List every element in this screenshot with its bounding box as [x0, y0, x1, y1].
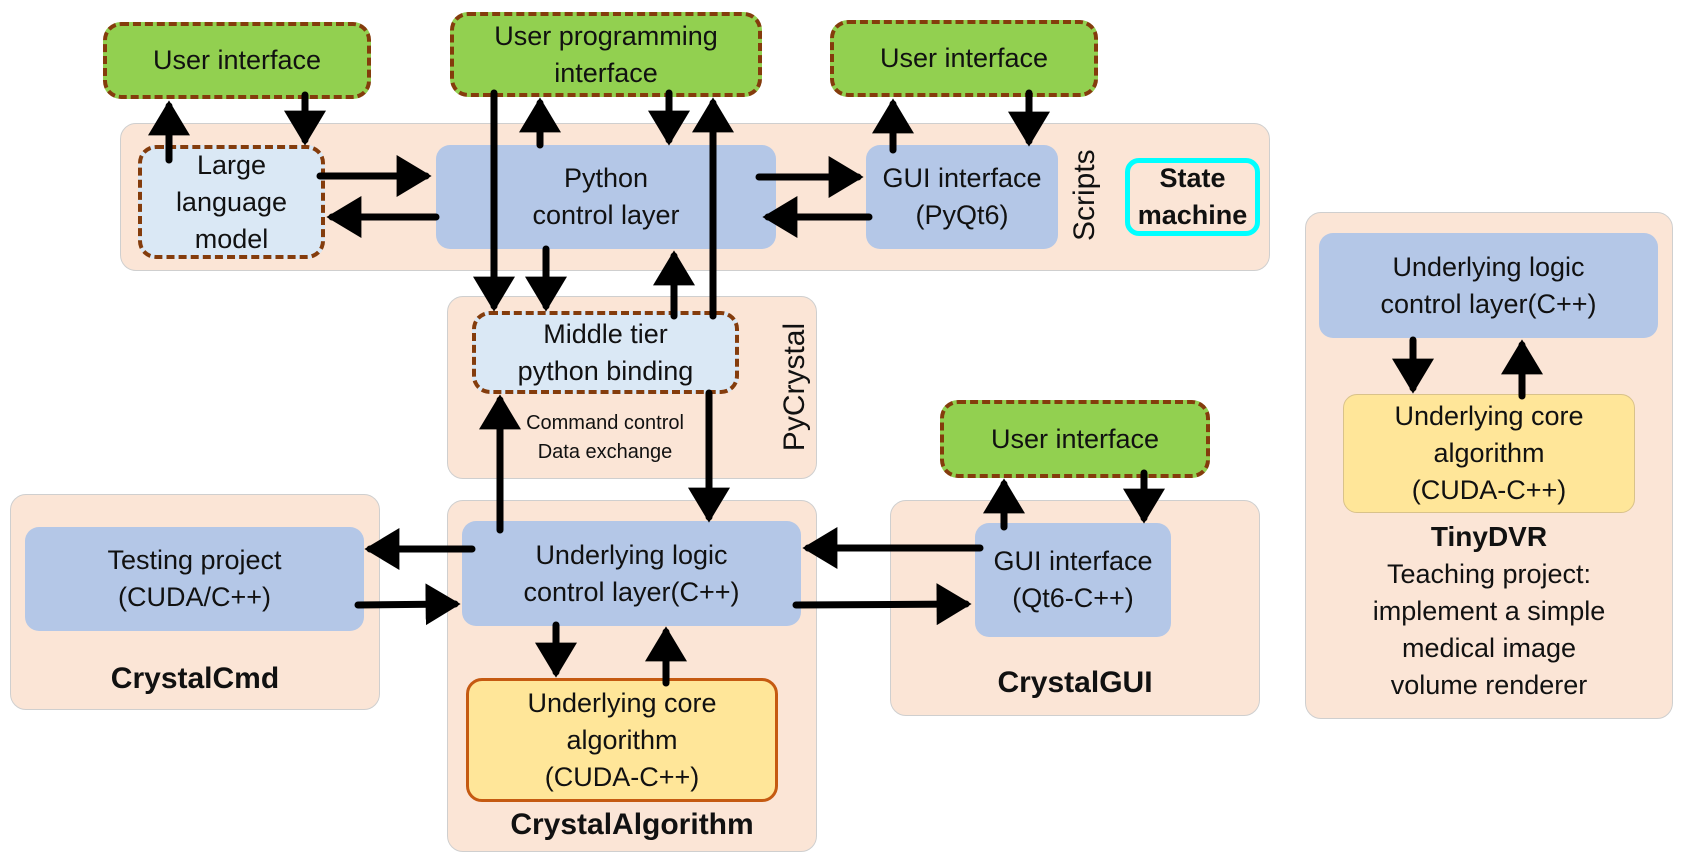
node-text: algorithm: [566, 724, 678, 755]
node-text: interface: [554, 57, 658, 88]
node-text: (CUDA-C++): [544, 761, 700, 792]
user-interface-pyqt-node: User interface: [830, 20, 1098, 97]
gui-qt6-node: GUI interface (Qt6-C++): [975, 523, 1171, 637]
node-text: control layer: [532, 200, 680, 230]
node-text: State: [1159, 163, 1226, 193]
node-text: Underlying logic: [535, 539, 728, 570]
crystalalgorithm-panel-label: CrystalAlgorithm: [510, 808, 754, 841]
node-text: algorithm: [1433, 438, 1545, 468]
node-text: GUI interface: [882, 163, 1042, 193]
tinydvr-description-line: volume renderer: [1390, 670, 1588, 700]
middle-tier-note: Command control Data exchange: [500, 409, 710, 467]
tinydvr-logic-control-layer-node: Underlying logic control layer(C++): [1319, 233, 1658, 338]
node-text: (PyQt6): [915, 200, 1009, 230]
node-text: Testing project: [107, 545, 282, 575]
tinydvr-description-line: Teaching project:: [1386, 559, 1592, 589]
crystalcmd-panel-label: CrystalCmd: [110, 662, 280, 695]
gui-pyqt6-node: GUI interface (PyQt6): [866, 145, 1058, 249]
middle-tier-python-binding-node: Middle tier python binding: [472, 311, 739, 394]
node-text: User programming: [494, 20, 718, 51]
python-control-layer-node: Python control layer: [436, 145, 776, 249]
underlying-logic-control-layer-node: Underlying logic control layer(C++): [462, 521, 801, 626]
node-text: control layer(C++): [1380, 288, 1597, 319]
node-text: Python: [563, 163, 649, 193]
node-text: Large: [196, 149, 267, 180]
node-text: (Qt6-C++): [1012, 583, 1134, 613]
node-text: model: [194, 223, 269, 254]
node-text: User interface: [152, 45, 322, 75]
node-text: GUI interface: [993, 546, 1153, 576]
tinydvr-description: Teaching project: implement a simple med…: [1305, 556, 1673, 704]
crystalgui-panel-label: CrystalGUI: [997, 666, 1153, 699]
node-text: Underlying logic: [1392, 251, 1585, 282]
pycrystal-panel-label: PyCrystal: [778, 322, 811, 452]
user-interface-llm-node: User interface: [103, 22, 371, 99]
user-programming-interface-node: User programming interface: [450, 12, 762, 97]
node-text: (CUDA-C++): [1411, 475, 1567, 505]
node-text: python binding: [517, 355, 694, 386]
tinydvr-panel-label: TinyDVR: [1430, 521, 1548, 552]
node-text: (CUDA/C++): [117, 582, 272, 612]
node-text: machine: [1137, 200, 1248, 230]
tinydvr-description-line: medical image: [1401, 633, 1577, 663]
node-text: Underlying core: [527, 687, 717, 718]
node-text: control layer(C++): [523, 576, 740, 607]
note-text: Data exchange: [537, 441, 673, 463]
underlying-core-algorithm-node: Underlying core algorithm (CUDA-C++): [466, 678, 778, 802]
node-text: Underlying core: [1394, 401, 1584, 431]
node-text: language: [175, 186, 288, 217]
user-interface-qt6-node: User interface: [940, 400, 1210, 478]
note-text: Command control: [526, 412, 684, 434]
tinydvr-description-line: implement a simple: [1372, 596, 1606, 626]
node-text: User interface: [879, 43, 1049, 73]
state-machine-node: State machine: [1125, 158, 1260, 236]
node-text: Middle tier: [543, 318, 668, 349]
scripts-panel-label: Scripts: [1068, 149, 1101, 241]
testing-project-node: Testing project (CUDA/C++): [25, 527, 364, 631]
tinydvr-core-algorithm-node: Underlying core algorithm (CUDA-C++): [1343, 394, 1635, 513]
large-language-model-node: Large language model: [138, 145, 325, 259]
node-text: User interface: [990, 423, 1160, 454]
